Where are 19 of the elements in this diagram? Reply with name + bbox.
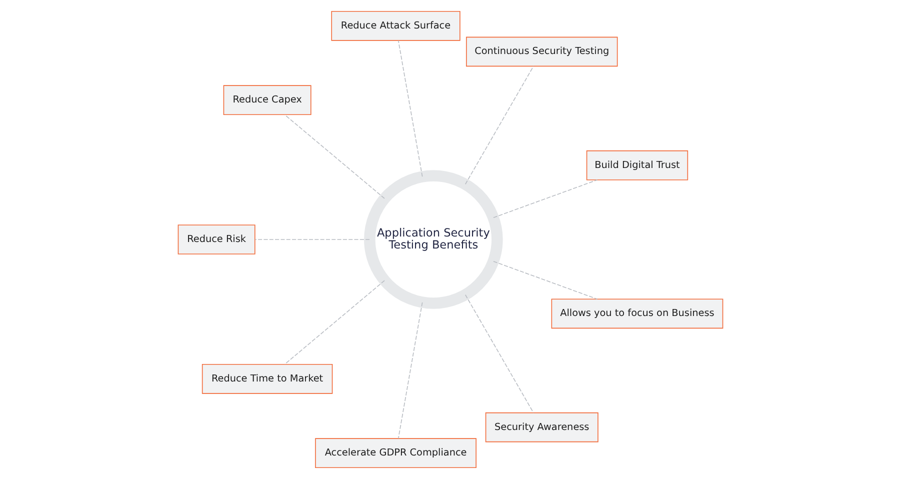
connector bbox=[492, 260, 598, 300]
connector bbox=[397, 40, 422, 177]
node-box: Reduce Risk bbox=[177, 224, 255, 254]
node-box: Accelerate GDPR Compliance bbox=[314, 438, 476, 468]
connector bbox=[464, 66, 534, 185]
node-circle: Application Security Testing Benefits bbox=[364, 170, 502, 309]
connector bbox=[397, 302, 422, 439]
node-box: Build Digital Trust bbox=[586, 150, 688, 180]
connector bbox=[464, 294, 534, 414]
connector bbox=[284, 280, 384, 365]
node-box: Reduce Capex bbox=[222, 85, 311, 116]
connector bbox=[284, 114, 384, 199]
node-box: Allows you to focus on Business bbox=[550, 298, 723, 329]
node-box: Reduce Attack Surface bbox=[330, 11, 460, 41]
node-box: Security Awareness bbox=[484, 412, 598, 442]
connector bbox=[254, 239, 370, 240]
connector bbox=[492, 179, 598, 218]
node-box: Continuous Security Testing bbox=[466, 36, 618, 67]
node-box: Reduce Time to Market bbox=[201, 364, 332, 394]
